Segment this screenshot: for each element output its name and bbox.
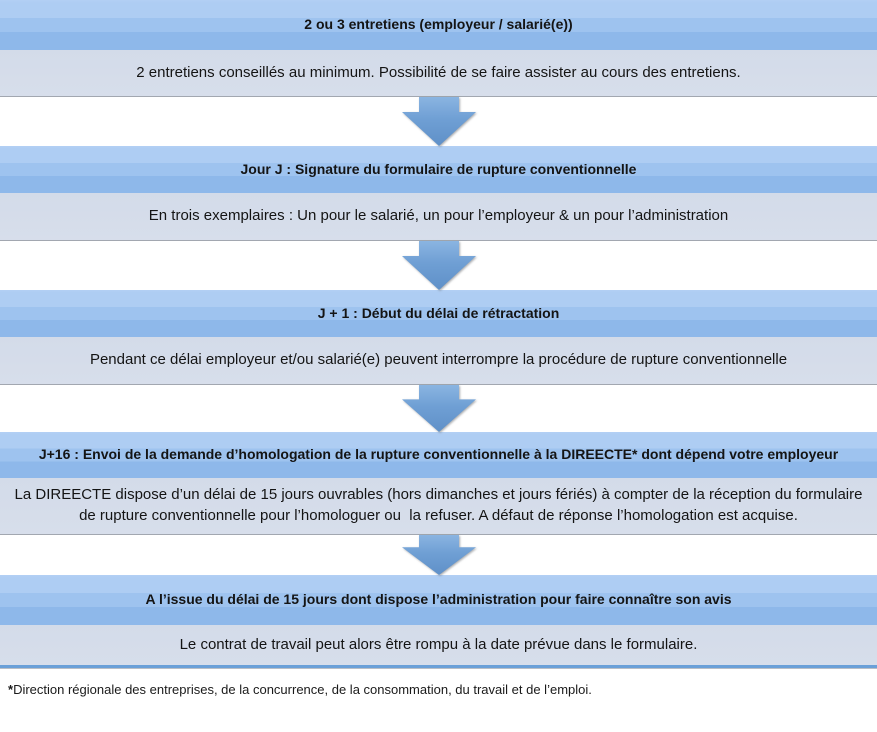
step-5-body-band: Le contrat de travail peut alors être ro… [0, 625, 877, 665]
footnote-asterisk: * [8, 682, 14, 697]
arrow-down-icon [401, 241, 476, 290]
arrow-gap-4 [0, 535, 877, 575]
footnote-text: Direction régionale des entreprises, de … [13, 682, 592, 697]
step-5-header-band: A l’issue du délai de 15 jours dont disp… [0, 575, 877, 625]
step-4-header-band: J+16 : Envoi de la demande d’homologatio… [0, 432, 877, 478]
arrow-gap-2 [0, 241, 877, 290]
arrow-down-icon [401, 535, 476, 575]
step-2-header-band: Jour J : Signature du formulaire de rupt… [0, 146, 877, 193]
step-1-title: 2 ou 3 entretiens (employeur / salarié(e… [304, 16, 573, 33]
arrow-gap-3 [0, 385, 877, 432]
step-1-description: 2 entretiens conseillés au minimum. Poss… [136, 63, 741, 81]
step-2-title: Jour J : Signature du formulaire de rupt… [240, 160, 637, 177]
step-2-description: En trois exemplaires : Un pour le salari… [148, 207, 729, 225]
step-3-title: J + 1 : Début du délai de rétractation [317, 304, 560, 321]
arrow-down-icon [401, 97, 476, 146]
step-4-description: La DIREECTE dispose d’un délai de 15 jou… [14, 486, 867, 524]
arrow-down-icon [401, 385, 476, 432]
step-3-body-band: Pendant ce délai employeur et/ou salarié… [0, 337, 877, 385]
footnote: *Direction régionale des entreprises, de… [0, 682, 877, 697]
step-4-body-band: La DIREECTE dispose d’un délai de 15 jou… [0, 478, 877, 535]
step-2-body-band: En trois exemplaires : Un pour le salari… [0, 193, 877, 241]
step-5-title: A l’issue du délai de 15 jours dont disp… [145, 591, 732, 608]
bottom-divider [0, 665, 877, 669]
step-1-header-band: 2 ou 3 entretiens (employeur / salarié(e… [0, 0, 877, 50]
step-4-title: J+16 : Envoi de la demande d’homologatio… [38, 446, 839, 463]
step-3-description: Pendant ce délai employeur et/ou salarié… [89, 351, 788, 369]
step-1-body-band: 2 entretiens conseillés au minimum. Poss… [0, 50, 877, 97]
step-5-description: Le contrat de travail peut alors être ro… [179, 635, 698, 653]
arrow-gap-1 [0, 97, 877, 146]
step-3-header-band: J + 1 : Début du délai de rétractation [0, 290, 877, 337]
